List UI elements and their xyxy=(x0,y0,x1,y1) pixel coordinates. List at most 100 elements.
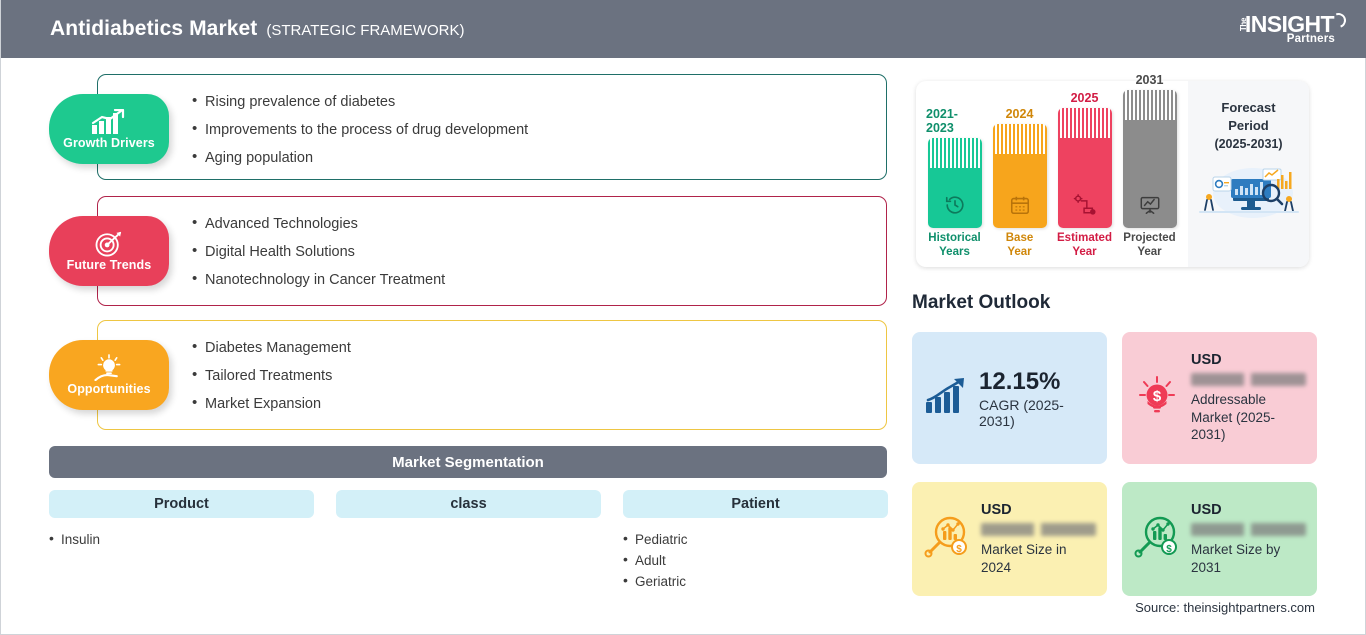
badge-growth-drivers[interactable]: Growth Drivers xyxy=(49,94,169,164)
panel-growth-drivers: Rising prevalence of diabetes Improvemen… xyxy=(97,74,887,180)
timeline-year: 2021-2023 xyxy=(926,107,958,135)
timeline-bar-stripe xyxy=(992,124,1047,154)
currency-label: USD xyxy=(981,502,1012,518)
timeline-bar-stripe xyxy=(927,138,982,168)
opportunities-list: Diabetes Management Tailored Treatments … xyxy=(98,321,886,418)
badge-label: Opportunities xyxy=(67,382,151,396)
card-description: Market Size in 2024 xyxy=(981,542,1067,575)
cagr-value: 12.15% xyxy=(979,367,1061,395)
bar-chart-up-icon xyxy=(90,108,128,135)
svg-text:$: $ xyxy=(1166,544,1172,555)
forecast-period-panel: Forecast Period (2025-2031) xyxy=(1188,81,1309,267)
badge-opportunities[interactable]: Opportunities xyxy=(49,340,169,410)
insight-partners-logo: The INSIGHT Partners xyxy=(1219,8,1349,50)
history-clock-icon xyxy=(944,194,966,221)
badge-label: Future Trends xyxy=(66,258,152,272)
forecast-period-line2: Period xyxy=(1228,118,1269,133)
panel-future-trends: Advanced Technologies Digital Health Sol… xyxy=(97,196,887,306)
timeline-bar-body xyxy=(1122,120,1177,228)
outlook-card-market-size-2024[interactable]: $ USD Market Size in 2024 xyxy=(912,482,1107,596)
growth-drivers-list: Rising prevalence of diabetes Improvemen… xyxy=(98,75,886,172)
bar-chart-arrow-icon xyxy=(924,376,968,421)
svg-text:$: $ xyxy=(1153,388,1162,405)
list-item: Insulin xyxy=(49,528,314,550)
outlook-card-addressable-market[interactable]: $ USD Addressable Market (2025-2031) xyxy=(1122,332,1317,464)
logo-top-row: The INSIGHT xyxy=(1237,10,1349,37)
future-trends-list: Advanced Technologies Digital Health Sol… xyxy=(98,197,886,294)
list-item: Rising prevalence of diabetes xyxy=(192,87,886,116)
segmentation-items: Insulin xyxy=(49,528,314,550)
timeline-bar-body xyxy=(992,154,1047,228)
timeline-bar xyxy=(1057,108,1112,228)
list-item: Adult xyxy=(623,549,888,571)
calendar-icon xyxy=(1009,194,1031,221)
timeline-bar xyxy=(927,138,982,228)
target-dart-icon xyxy=(93,230,125,257)
list-item: Digital Health Solutions xyxy=(192,237,886,266)
logo-partners-text: Partners xyxy=(1286,33,1335,45)
card-description: Addressable Market (2025-2031) xyxy=(1191,392,1276,443)
list-item: Nanotechnology in Cancer Treatment xyxy=(192,265,886,294)
market-segmentation-header: Market Segmentation xyxy=(49,446,887,478)
list-item: Pediatric xyxy=(623,528,888,550)
magnifier-chart-dollar-icon: $ xyxy=(924,515,970,564)
segmentation-column-patient: Patient Pediatric Adult Geriatric xyxy=(623,490,888,592)
outlook-card-cagr[interactable]: 12.15% CAGR (2025-2031) xyxy=(912,332,1107,464)
outlook-card-body: USD Addressable Market (2025-2031) xyxy=(1191,352,1306,444)
currency-label: USD xyxy=(1191,502,1222,518)
presentation-chart-icon xyxy=(1138,194,1162,221)
page-title-subtitle: (STRATEGIC FRAMEWORK) xyxy=(266,22,465,39)
lightbulb-dollar-icon: $ xyxy=(1134,373,1180,424)
timeline-bar-body xyxy=(927,168,982,228)
outlook-card-market-size-2031[interactable]: $ USD Market Size by 2031 xyxy=(1122,482,1317,596)
forecast-period-range: (2025-2031) xyxy=(1214,137,1283,151)
timeline-bar xyxy=(1122,90,1177,228)
magnifier-chart-dollar-icon: $ xyxy=(1134,515,1180,564)
segmentation-column-product: Product Insulin xyxy=(49,490,314,550)
panel-opportunities: Diabetes Management Tailored Treatments … xyxy=(97,320,887,430)
lightbulb-hand-icon xyxy=(90,354,128,381)
page-header: Antidiabetics Market (STRATEGIC FRAMEWOR… xyxy=(1,0,1366,58)
timeline-bar xyxy=(992,124,1047,228)
timeline-bar-body xyxy=(1057,138,1112,228)
badge-label: Growth Drivers xyxy=(63,136,155,150)
redacted-value xyxy=(1191,523,1306,536)
timeline-year: 2025 xyxy=(1070,91,1099,105)
outlook-card-body: USD Market Size by 2031 xyxy=(1191,502,1306,576)
forecast-period-line1: Forecast xyxy=(1221,100,1276,115)
forecast-chart-icon xyxy=(1073,194,1097,221)
timeline-bar-stripe xyxy=(1057,108,1112,138)
list-item: Advanced Technologies xyxy=(192,209,886,238)
timeline-year: 2024 xyxy=(1005,107,1034,121)
market-outlook-title: Market Outlook xyxy=(912,292,1051,313)
outlook-card-body: 12.15% CAGR (2025-2031) xyxy=(979,368,1095,429)
list-item: Diabetes Management xyxy=(192,333,886,362)
svg-text:$: $ xyxy=(956,544,962,555)
logo-insight-text: INSIGHT xyxy=(1244,11,1335,37)
source-attribution: Source: theinsightpartners.com xyxy=(1135,600,1315,615)
segmentation-items: Pediatric Adult Geriatric xyxy=(623,528,888,592)
outlook-card-body: USD Market Size in 2024 xyxy=(981,502,1096,576)
segmentation-column-class: class xyxy=(336,490,601,529)
page-title-main: Antidiabetics Market xyxy=(50,17,258,40)
redacted-value xyxy=(1191,373,1306,387)
segmentation-column-title: class xyxy=(336,490,601,518)
badge-future-trends[interactable]: Future Trends xyxy=(49,216,169,286)
cagr-label: CAGR (2025-2031) xyxy=(979,396,1064,429)
list-item: Geriatric xyxy=(623,570,888,592)
timeline-bar-stripe xyxy=(1122,90,1177,120)
list-item: Tailored Treatments xyxy=(192,361,886,390)
timeline-year: 2031 xyxy=(1135,73,1164,87)
currency-label: USD xyxy=(1191,352,1222,369)
card-description: Market Size by 2031 xyxy=(1191,542,1281,575)
segmentation-column-title: Product xyxy=(49,490,314,518)
list-item: Market Expansion xyxy=(192,389,886,418)
